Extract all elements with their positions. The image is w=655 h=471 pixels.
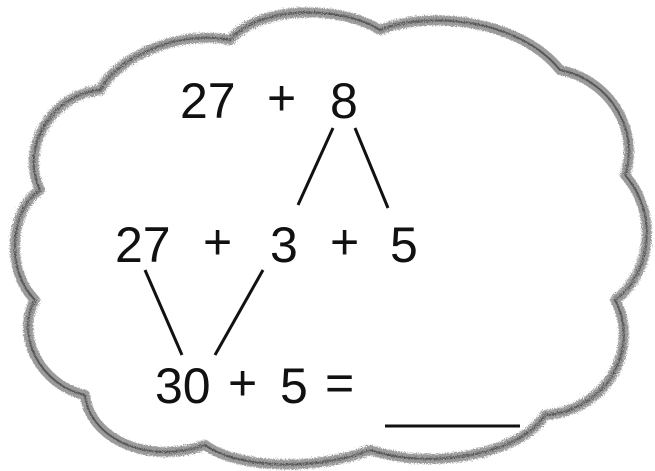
row2-third-number: 5 xyxy=(390,217,418,273)
row3-second-number: 5 xyxy=(280,358,308,414)
row1-left-number: 27 xyxy=(180,73,236,129)
row2-plus-sign-2: + xyxy=(330,214,359,270)
row1-right-number: 8 xyxy=(330,73,358,129)
row2-plus-sign-1: + xyxy=(203,214,232,270)
row3-first-number: 30 xyxy=(155,358,211,414)
row3-equals-sign: = xyxy=(325,355,354,411)
row1-plus-sign: + xyxy=(267,70,296,126)
row2-second-number: 3 xyxy=(270,217,298,273)
row2-first-number: 27 xyxy=(115,217,171,273)
row3-plus-sign: + xyxy=(228,355,257,411)
